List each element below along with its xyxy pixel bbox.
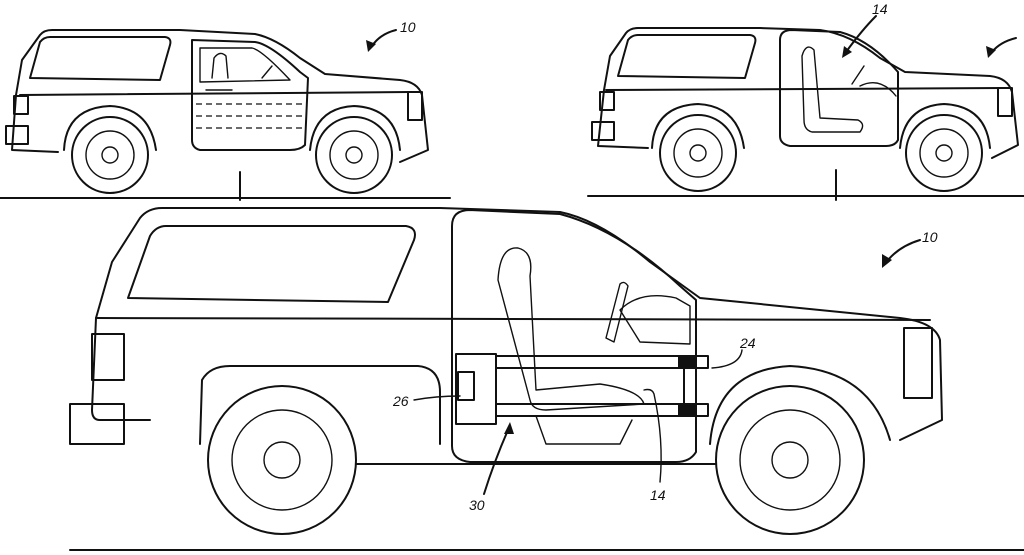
ref-arrowhead-14-top-right [842,46,852,58]
rear-window-top-right [618,35,755,78]
mount-bracket-26 [456,354,496,424]
hinge-upper-24 [678,356,694,368]
rear-bumper-top-left [6,126,28,144]
seat-main [498,248,644,410]
ref-label-30: 30 [469,497,485,513]
rear-wheel-top-left [72,117,148,193]
belt-line-top-right [606,88,1004,90]
upper-rail-main [496,356,696,368]
steering-wheel-top-right [852,66,864,84]
ref-label-14-top-right: 14 [872,1,888,17]
front-wheel-top-left [316,117,392,193]
lower-rail-main [496,404,696,416]
ref-label-10-top-left: 10 [400,19,416,35]
ref-arrowhead-30 [504,422,514,434]
belt-line-main [96,318,930,320]
steering-wheel-main [606,282,628,342]
main-truck: 10 24 26 30 14 [70,208,1024,550]
front-wheel-main [716,386,864,534]
rear-bumper-top-right [592,122,614,140]
ref-arrow-10-main [888,240,920,260]
ref-label-10-main: 10 [922,229,938,245]
headlight-top-right [998,88,1012,116]
rear-wheel-top-right [660,115,736,191]
ref-arrow-10-top-left [372,30,396,46]
top-right-truck: 14 [588,1,1024,200]
ref-leader-24 [712,350,742,368]
belt-line-top-left [20,92,410,95]
rear-bumper-main [70,404,124,444]
ref-label-26: 26 [392,393,409,409]
ref-label-24: 24 [739,335,756,351]
rear-window-top-left [30,37,170,80]
ref-arrowhead-partial-top-right [986,46,996,58]
hinge-lower-24 [678,404,694,416]
seat-glimpse-top-left [212,53,228,78]
front-wheel-top-right [906,115,982,191]
rear-window-main [128,226,415,302]
headlight-main [904,328,932,398]
steering-glimpse-top-left [262,66,272,78]
headlight-top-left [408,92,422,120]
ref-label-14-main: 14 [650,487,666,503]
ref-leader-26 [414,396,460,400]
seat-base-main [536,416,632,444]
top-left-truck: 10 [0,19,450,200]
rear-wheel-main [208,386,356,534]
door-closed-top-left [192,40,308,150]
tail-light-main [92,334,124,380]
